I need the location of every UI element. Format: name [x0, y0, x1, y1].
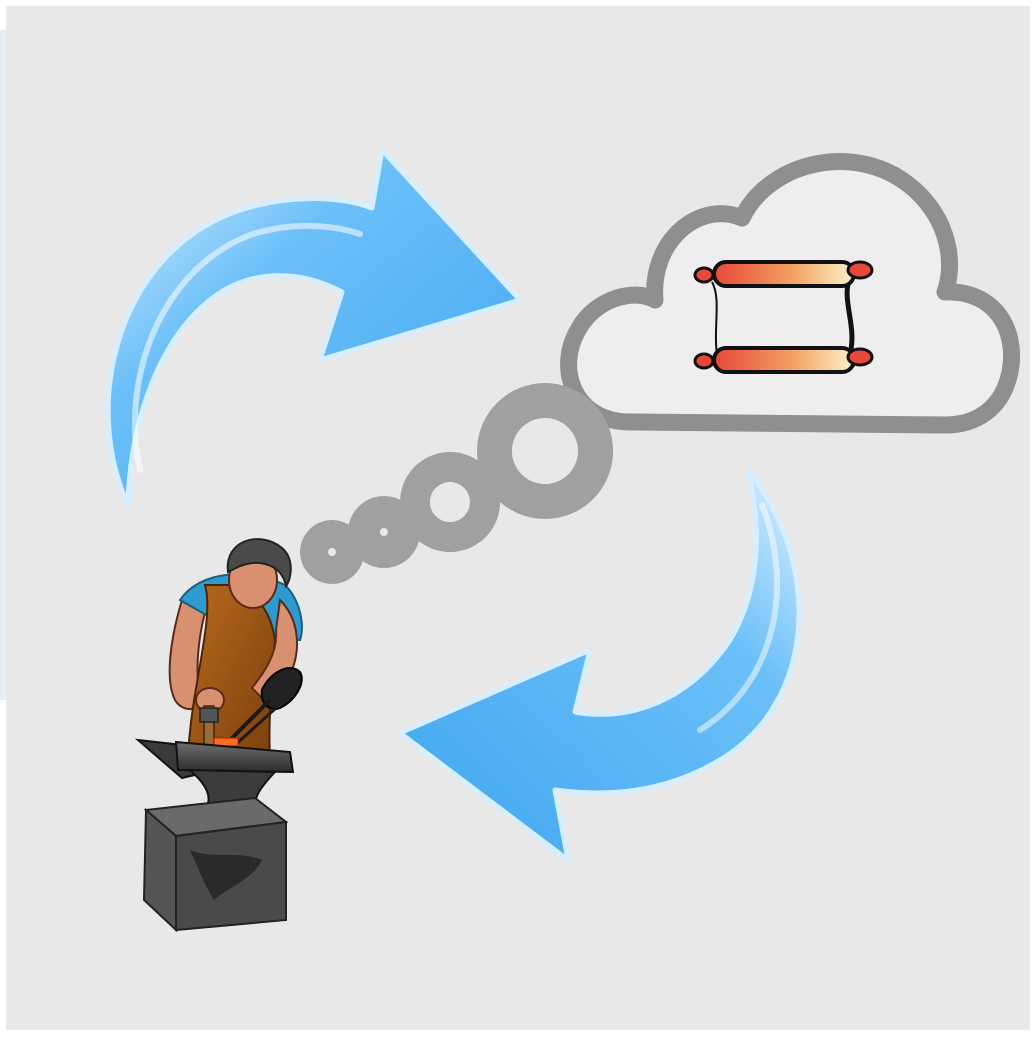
diagram-canvas [0, 0, 1036, 1037]
